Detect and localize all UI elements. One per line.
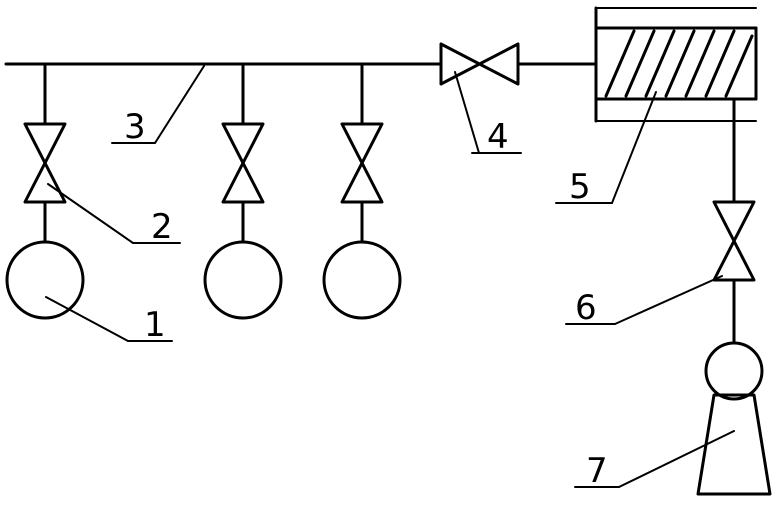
callout-number-1: 1: [144, 305, 166, 345]
filter-hatch-line: [624, 29, 656, 98]
callout-number-5: 5: [569, 167, 591, 207]
leader-line-3: [154, 65, 205, 144]
branch-valve-3: [340, 122, 384, 204]
leader-line-5: [611, 91, 657, 204]
leader-line-7: [618, 430, 735, 488]
callout-number-4: 4: [487, 117, 509, 157]
filter-hatch-line: [644, 29, 676, 98]
filter-hatch-line: [724, 34, 754, 98]
cylinder-2: [203, 240, 283, 320]
filter-hatch-line: [684, 29, 716, 98]
callout-number-2: 2: [151, 207, 173, 247]
cylinder-1: [5, 240, 85, 320]
filter-hatch-group: [604, 29, 754, 98]
branch-valve-2: [221, 122, 265, 204]
lower-valve-6: [712, 200, 756, 282]
filter-hatch-line: [704, 29, 736, 98]
leader-line-1: [45, 296, 129, 342]
callout-number-6: 6: [575, 288, 597, 328]
callout-number-7: 7: [586, 451, 608, 491]
filter-hatch-line: [604, 29, 636, 98]
callout-number-3: 3: [124, 107, 146, 147]
leader-line-4: [454, 71, 480, 154]
cylinder-3: [322, 240, 402, 320]
branch-valve-1: [23, 122, 67, 204]
filter-hatch-line: [664, 29, 696, 98]
main-valve-4: [439, 42, 520, 86]
pump-head: [704, 341, 764, 401]
leader-line-2: [47, 183, 134, 244]
pump-body: [696, 393, 772, 496]
leader-line-6: [614, 275, 723, 325]
